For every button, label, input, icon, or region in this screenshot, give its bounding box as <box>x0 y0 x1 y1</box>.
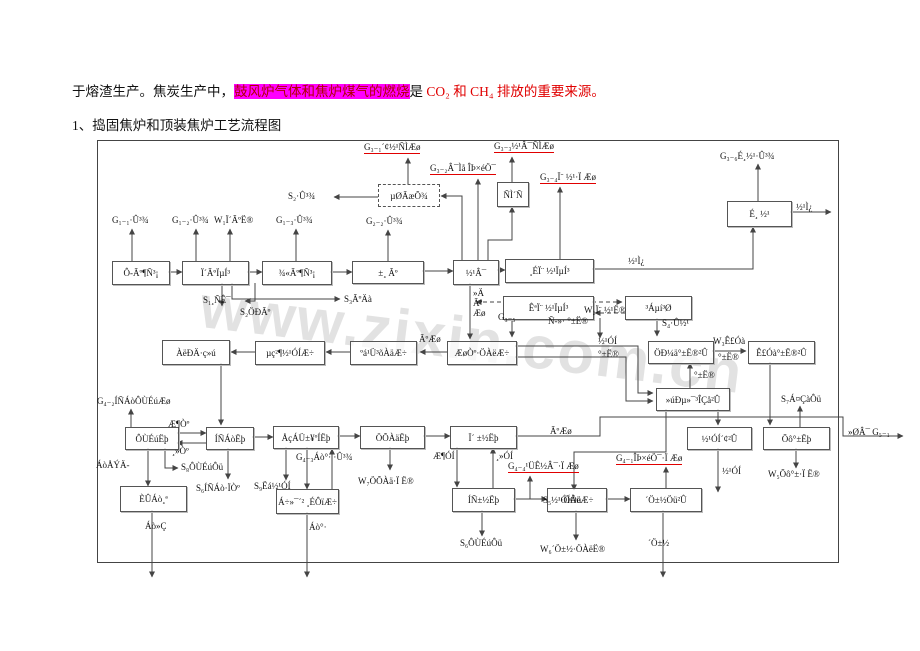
box-wet-quenching-system: ÊªÏ¨ ½¹ÏµÍ³ <box>503 296 594 320</box>
box-benzene-washing-tower: Ï´ ±½Ëþ <box>450 426 517 449</box>
flow-label: ÃºÆø <box>419 334 441 344</box>
intro-text: 于熔渣生产。焦炭生产中， <box>72 84 234 99</box>
box-coal-washing-system: Ï´ÃºÏµÍ³ <box>182 261 249 285</box>
flow-label: °±Ë® <box>718 352 739 362</box>
flow-label: W₆´Ö±½·ÖÀëË® <box>540 544 606 554</box>
box-spray-saturator: ÅçÁÜ±¥ºÍËþ <box>273 426 339 449</box>
box-coke-screening: É¸ ½¹ <box>727 201 792 227</box>
flow-label: ÃºÆø <box>550 426 572 436</box>
flow-label: Áò»Ç <box>145 521 167 531</box>
box-mechanized-clarifier: »úÐµ»¯³ÎÇå²Û <box>656 388 730 411</box>
flow-label: G₃₋₃½¹Â¯ÑÌÆø <box>494 141 554 153</box>
flow-label: G₃₋₂Â¯Ìå ÎÞ×éÖ¯ <box>430 163 496 175</box>
box-settling-pond: ³Áµí³Ø <box>625 296 692 320</box>
box-surplus-ammonia-tank: Ê£Óà°±Ë®²Û <box>748 341 815 364</box>
flow-label: G₄₋₄¹ÜÊ½Â¯·Ï Æø <box>508 461 579 473</box>
flow-label: G₄₋₃Áò°· ·Û³¾ <box>296 452 353 462</box>
box-desulfurization-tower: ÍÑÁòËþ <box>206 427 254 450</box>
box-ground-station: µØÃæÕ¾ <box>378 184 440 207</box>
intro-text-mid: 是 <box>409 84 427 99</box>
flow-label: ½¹ÓÍ <box>598 336 617 346</box>
box-clean-coal-yard: ¾«Ãº¶Ñ³¡ <box>262 261 332 285</box>
flow-arrow <box>515 345 654 396</box>
intro-red-text: CO₂ 和 CH₄ 排放的重要来源。 <box>426 84 605 99</box>
box-intermediate-ammonia-tank: ÖÐ¼ä°±Ë®²Û <box>648 341 714 364</box>
flow-arrow <box>231 283 341 302</box>
flow-label: ½¹Ì¿ <box>628 256 645 266</box>
flow-label: S₆ÍÑÁò·ÏÒº <box>196 483 240 493</box>
flow-arrow <box>515 416 904 439</box>
flow-label: S₃ÃºÄà <box>344 294 372 304</box>
flow-label: G₃₋₅ <box>498 312 516 322</box>
flow-label: W₃Ê£Óà <box>713 336 746 346</box>
flow-label: ÁòÅÝÄ- <box>96 460 130 470</box>
flow-arrow <box>571 409 667 491</box>
flow-label: W₅Õô°±·Ï Ë® <box>768 469 820 479</box>
flow-label: ½¹ÓÍ <box>722 466 741 476</box>
box-crude-benzene-tank: ´Ö±½Öü²Û <box>630 488 702 512</box>
box-fluidized-bed-dryer: Á÷»¯´² ¸ÉÔïÆ÷ <box>276 489 339 514</box>
flow-arrow <box>592 226 756 270</box>
box-regeneration-tower: ÔÙÉúËþ <box>125 427 179 450</box>
box-dry-quenching-system: ¸ÉÏ¨ ½¹ÏµÍ³ <box>505 259 594 283</box>
flow-label: G₄₋₁ÎÞ×éÖ¯·Ï Æø <box>616 453 683 465</box>
flow-label: S₂ÖÐÃº <box>240 307 271 317</box>
flow-arrow <box>164 448 179 471</box>
flow-label: S₁¸ÑÊ¯ <box>203 295 231 305</box>
box-primary-cooler: ºá¹Ü³õÀäÆ÷ <box>350 341 417 365</box>
flow-label: S₅½¹ÓÍÔü <box>543 495 582 505</box>
box-final-cooler-tower: ÖÕÀäËþ <box>360 426 425 449</box>
flow-arrow <box>515 356 654 404</box>
flow-label: Ñ-»· °±Ë® <box>548 316 589 326</box>
box-centrifugal-fan: ÀëÐÄ·ç»ú <box>162 340 230 365</box>
flow-label: °±Ë® <box>694 370 715 380</box>
box-tar-storage-tank: ½¹ÓÍ´¢²Û <box>687 427 752 450</box>
flow-label: G₃₋₆É¸½¹·Û³¾ <box>720 151 775 161</box>
flow-label: S₉Ëá½¹ÓÍ <box>254 481 291 491</box>
flow-arrow <box>244 283 256 304</box>
flow-label: Æ¶ÓÍ <box>433 451 455 461</box>
flow-label: Áò°· <box>309 522 327 532</box>
intro-highlighted-text: 鼓风炉气体和焦炉煤气的燃烧 <box>234 84 410 99</box>
flow-label: S₇Á¤ÇàÔü <box>781 394 822 404</box>
box-sulfur-melting-kettle: ÈÛÁò¸ª <box>120 486 187 512</box>
flow-label: ¸»ÓÍ <box>496 451 513 461</box>
flow-label: W₁Ï´ÃºË® <box>214 215 254 225</box>
box-ammonia-still: Õô°±Ëþ <box>763 427 830 450</box>
section-heading: 1、捣固焦炉和顶装焦炉工艺流程图 <box>72 118 282 133</box>
box-coal-preparation: ±¸ Ãº <box>352 261 424 284</box>
flow-arrow <box>440 193 463 260</box>
flow-label: S₂·Û³¾ <box>288 191 316 201</box>
flow-label: ½¹Ì¿ <box>796 202 813 212</box>
flow-label: S₆ÔÙÉúÔü <box>460 538 503 548</box>
box-separator: ·ÖÀëÆ÷ <box>547 488 607 512</box>
flow-label: W₇ÖÕÀä·Ï Ë® <box>358 476 414 486</box>
flow-label: ¸»Òº <box>172 446 189 456</box>
flow-label: »Ä Ãº Æø <box>473 288 486 318</box>
flow-label: W₂Ï¨ ½¹Ë® <box>584 305 626 315</box>
flow-label: S₈ÔÙÉúÔü <box>181 462 224 472</box>
flow-label: G₁₋₁·Û³¾ <box>112 215 149 225</box>
flow-label: G₁₋₂·Û³¾ <box>172 215 209 225</box>
flow-label: G₁₋₃·Û³¾ <box>276 215 313 225</box>
box-raw-coal-yard: Ô-Ãº¶Ñ³¡ <box>112 261 170 285</box>
intro-paragraph: 于熔渣生产。焦炭生产中，鼓风炉气体和焦炉煤气的燃烧是 CO₂ 和 CH₄ 排放的… <box>72 80 605 100</box>
box-tar-precipitator: µç²¶½¹ÓÍÆ÷ <box>255 341 325 365</box>
flowchart-border <box>97 140 839 563</box>
flow-label: ´Ö±½ <box>648 538 670 548</box>
box-coke-oven: ½¹Â¯ <box>453 260 499 285</box>
flow-label: °±Ë® <box>598 349 619 359</box>
box-chimney: ÑÌ´Ñ <box>497 182 529 207</box>
box-gas-liquid-separator: ÆøÒº·ÖÀëÆ÷ <box>447 341 517 365</box>
flow-label: »ØÂ¯ G₅₋₁ <box>848 427 890 437</box>
flow-label: Æ¶Òº <box>168 419 190 429</box>
flow-label: G₃₋₁´¢½¹ÑÌÆø <box>364 142 421 154</box>
flow-label: S₄·Û½¹ <box>662 318 690 328</box>
flow-label: G₄₋₂ÍÑÁòÔÙÉúÆø <box>97 396 171 406</box>
flow-arrow <box>487 206 515 260</box>
flow-label: G₂₋₂·Û³¾ <box>366 216 403 226</box>
flow-label: G₃₋₄Ï¨ ½¹·Ï Æø <box>540 172 596 184</box>
box-benzene-stripping-tower: ÍÑ±½Ëþ <box>452 488 515 512</box>
